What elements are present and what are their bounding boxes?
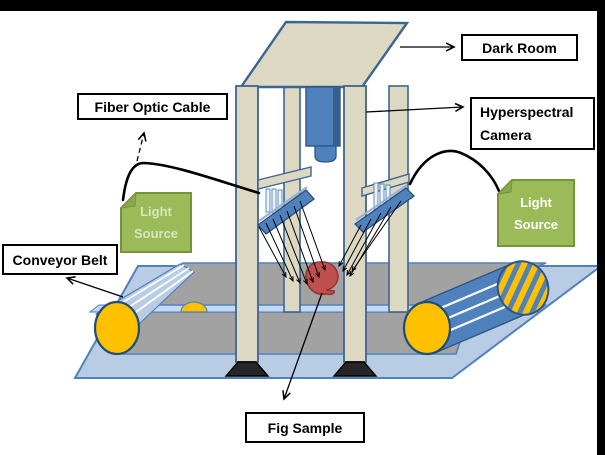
top-border-bar — [0, 0, 605, 11]
hyperspectral-arrow — [365, 107, 463, 113]
right-foot — [332, 361, 378, 377]
fiber-optic-cable-left — [121, 161, 261, 202]
fiber-optic-cable-right — [408, 149, 501, 193]
right-border-bar — [597, 0, 605, 455]
fiber-optic-arrow — [136, 133, 144, 162]
fig-sample-shape — [305, 261, 339, 296]
right-roller — [402, 300, 452, 356]
hyperspectral-text-line2: Camera — [480, 126, 532, 143]
fiber-optic-cable-text: Fiber Optic Cable — [94, 98, 211, 115]
light-right-text-line1: Light — [520, 195, 552, 210]
hyperspectral-camera-shape — [305, 86, 341, 163]
light-right-text-line2: Source — [513, 217, 559, 232]
fig-sample-label: Fig Sample — [245, 412, 365, 443]
middle-roller — [180, 301, 208, 313]
conveyor-belt-text: Conveyor Belt — [12, 251, 108, 268]
hyperspectral-camera-label: Hyperspectral Camera — [470, 97, 595, 150]
light-source-right — [496, 178, 575, 247]
conveyor-belt-label: Conveyor Belt — [2, 244, 118, 275]
dark-room-label: Dark Room — [461, 34, 578, 61]
light-rays — [258, 200, 402, 286]
left-crossbar — [257, 166, 312, 190]
hyperspectral-text-line1: Hyperspectral — [480, 103, 574, 120]
conveyor-arrow — [67, 278, 124, 298]
conveyor-belt — [88, 260, 550, 356]
roof — [238, 20, 410, 89]
fig-sample-arrow — [284, 292, 323, 399]
light-source-right-label: Light Source — [498, 184, 574, 244]
left-foot — [224, 361, 270, 377]
light-source-left — [119, 191, 192, 253]
camera-lens — [314, 145, 337, 163]
light-left-text-line1: Light — [140, 204, 172, 219]
dark-room-frame — [224, 20, 416, 377]
annotation-arrows — [67, 47, 463, 399]
fiber-optic-cable-label: Fiber Optic Cable — [77, 93, 228, 120]
fig-sample-text: Fig Sample — [267, 419, 343, 436]
light-source-left-label: Light Source — [121, 196, 191, 250]
front-left-leg — [235, 85, 259, 363]
light-left-text-line2: Source — [133, 226, 179, 241]
left-roller — [93, 300, 141, 356]
dark-room-text: Dark Room — [482, 39, 557, 56]
